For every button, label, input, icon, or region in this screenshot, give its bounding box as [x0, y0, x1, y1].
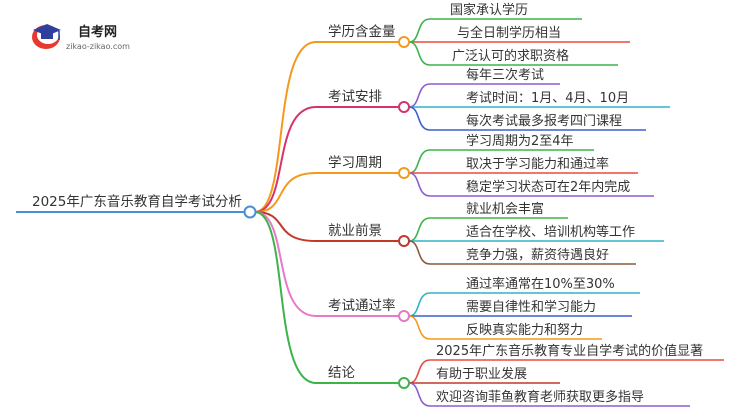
leaf-connector [408, 292, 640, 317]
branch-connector [254, 41, 398, 213]
branch-connector [254, 211, 398, 317]
leaf-label: 稳定学习状态可在2年内完成 [466, 179, 630, 195]
logo: 自考网 zikao-zikao.com [32, 24, 130, 51]
cap-base [41, 32, 53, 39]
leaf-connector [408, 149, 594, 174]
logo-subtitle: zikao-zikao.com [66, 42, 130, 51]
root-node-circle [243, 205, 257, 219]
leaf-connector [408, 41, 618, 66]
leaf-connector [408, 18, 582, 43]
leaf-label: 有助于职业发展 [436, 366, 527, 382]
leaf-connector [408, 217, 568, 242]
leaf-label: 国家承认学历 [450, 2, 528, 18]
branch-node-circle [398, 310, 410, 322]
leaf-label: 就业机会丰富 [466, 201, 544, 217]
leaf-label: 2025年广东音乐教育专业自学考试的价值显著 [436, 343, 703, 359]
branch-node-circle [398, 101, 410, 113]
leaf-label: 每次考试最多报考四门课程 [466, 113, 622, 129]
leaf-connector [408, 382, 690, 407]
connector-lines [16, 18, 724, 407]
nodes: 2025年广东音乐教育自学考试分析 学历含金量 国家承认学历与全日制学历相当广泛认可… [32, 2, 703, 405]
branch-node-circle [398, 377, 410, 389]
leaf-connector [408, 106, 646, 131]
branch-connector [254, 211, 398, 384]
graduation-cap-icon [32, 24, 61, 49]
leaf-connector [408, 359, 724, 384]
logo-title: 自考网 [78, 24, 117, 40]
leaf-label: 取决于学习能力和通过率 [466, 156, 609, 172]
leaf-connector [408, 315, 602, 340]
leaf-label: 通过率通常在10%至30% [466, 276, 615, 292]
branch-label: 学历含金量 [328, 24, 396, 40]
leaf-label: 广泛认可的求职资格 [452, 48, 569, 64]
branch-connector [254, 211, 398, 242]
branch-label: 结论 [328, 365, 355, 381]
root-label: 2025年广东音乐教育自学考试分析 [32, 193, 242, 210]
branch-connector [254, 172, 398, 213]
cap-top [33, 24, 61, 36]
leaf-connector [408, 83, 560, 108]
leaf-label: 与全日制学历相当 [457, 25, 561, 41]
leaf-connector [408, 240, 636, 265]
leaf-connector [408, 172, 654, 197]
leaf-label: 每年三次考试 [466, 67, 544, 83]
branch-label: 考试安排 [328, 89, 382, 105]
leaf-label: 适合在学校、培训机构等工作 [466, 224, 635, 240]
leaf-label: 欢迎咨询菲鱼教育老师获取更多指导 [436, 389, 644, 405]
leaf-label: 竞争力强，薪资待遇良好 [466, 247, 609, 263]
branch-node-circle [398, 167, 410, 179]
leaf-label: 反映真实能力和努力 [466, 323, 583, 338]
branch-label: 考试通过率 [328, 297, 396, 314]
branch-node-circle [398, 36, 410, 48]
branch-node-circle [398, 235, 410, 247]
leaf-label: 考试时间：1月、4月、10月 [466, 91, 629, 106]
branch-label: 学习周期 [328, 155, 382, 171]
leaf-label: 需要自律性和学习能力 [466, 299, 596, 315]
branch-label: 就业前景 [328, 222, 382, 239]
branch-connector [254, 106, 398, 213]
leaf-label: 学习周期为2至4年 [466, 133, 574, 149]
